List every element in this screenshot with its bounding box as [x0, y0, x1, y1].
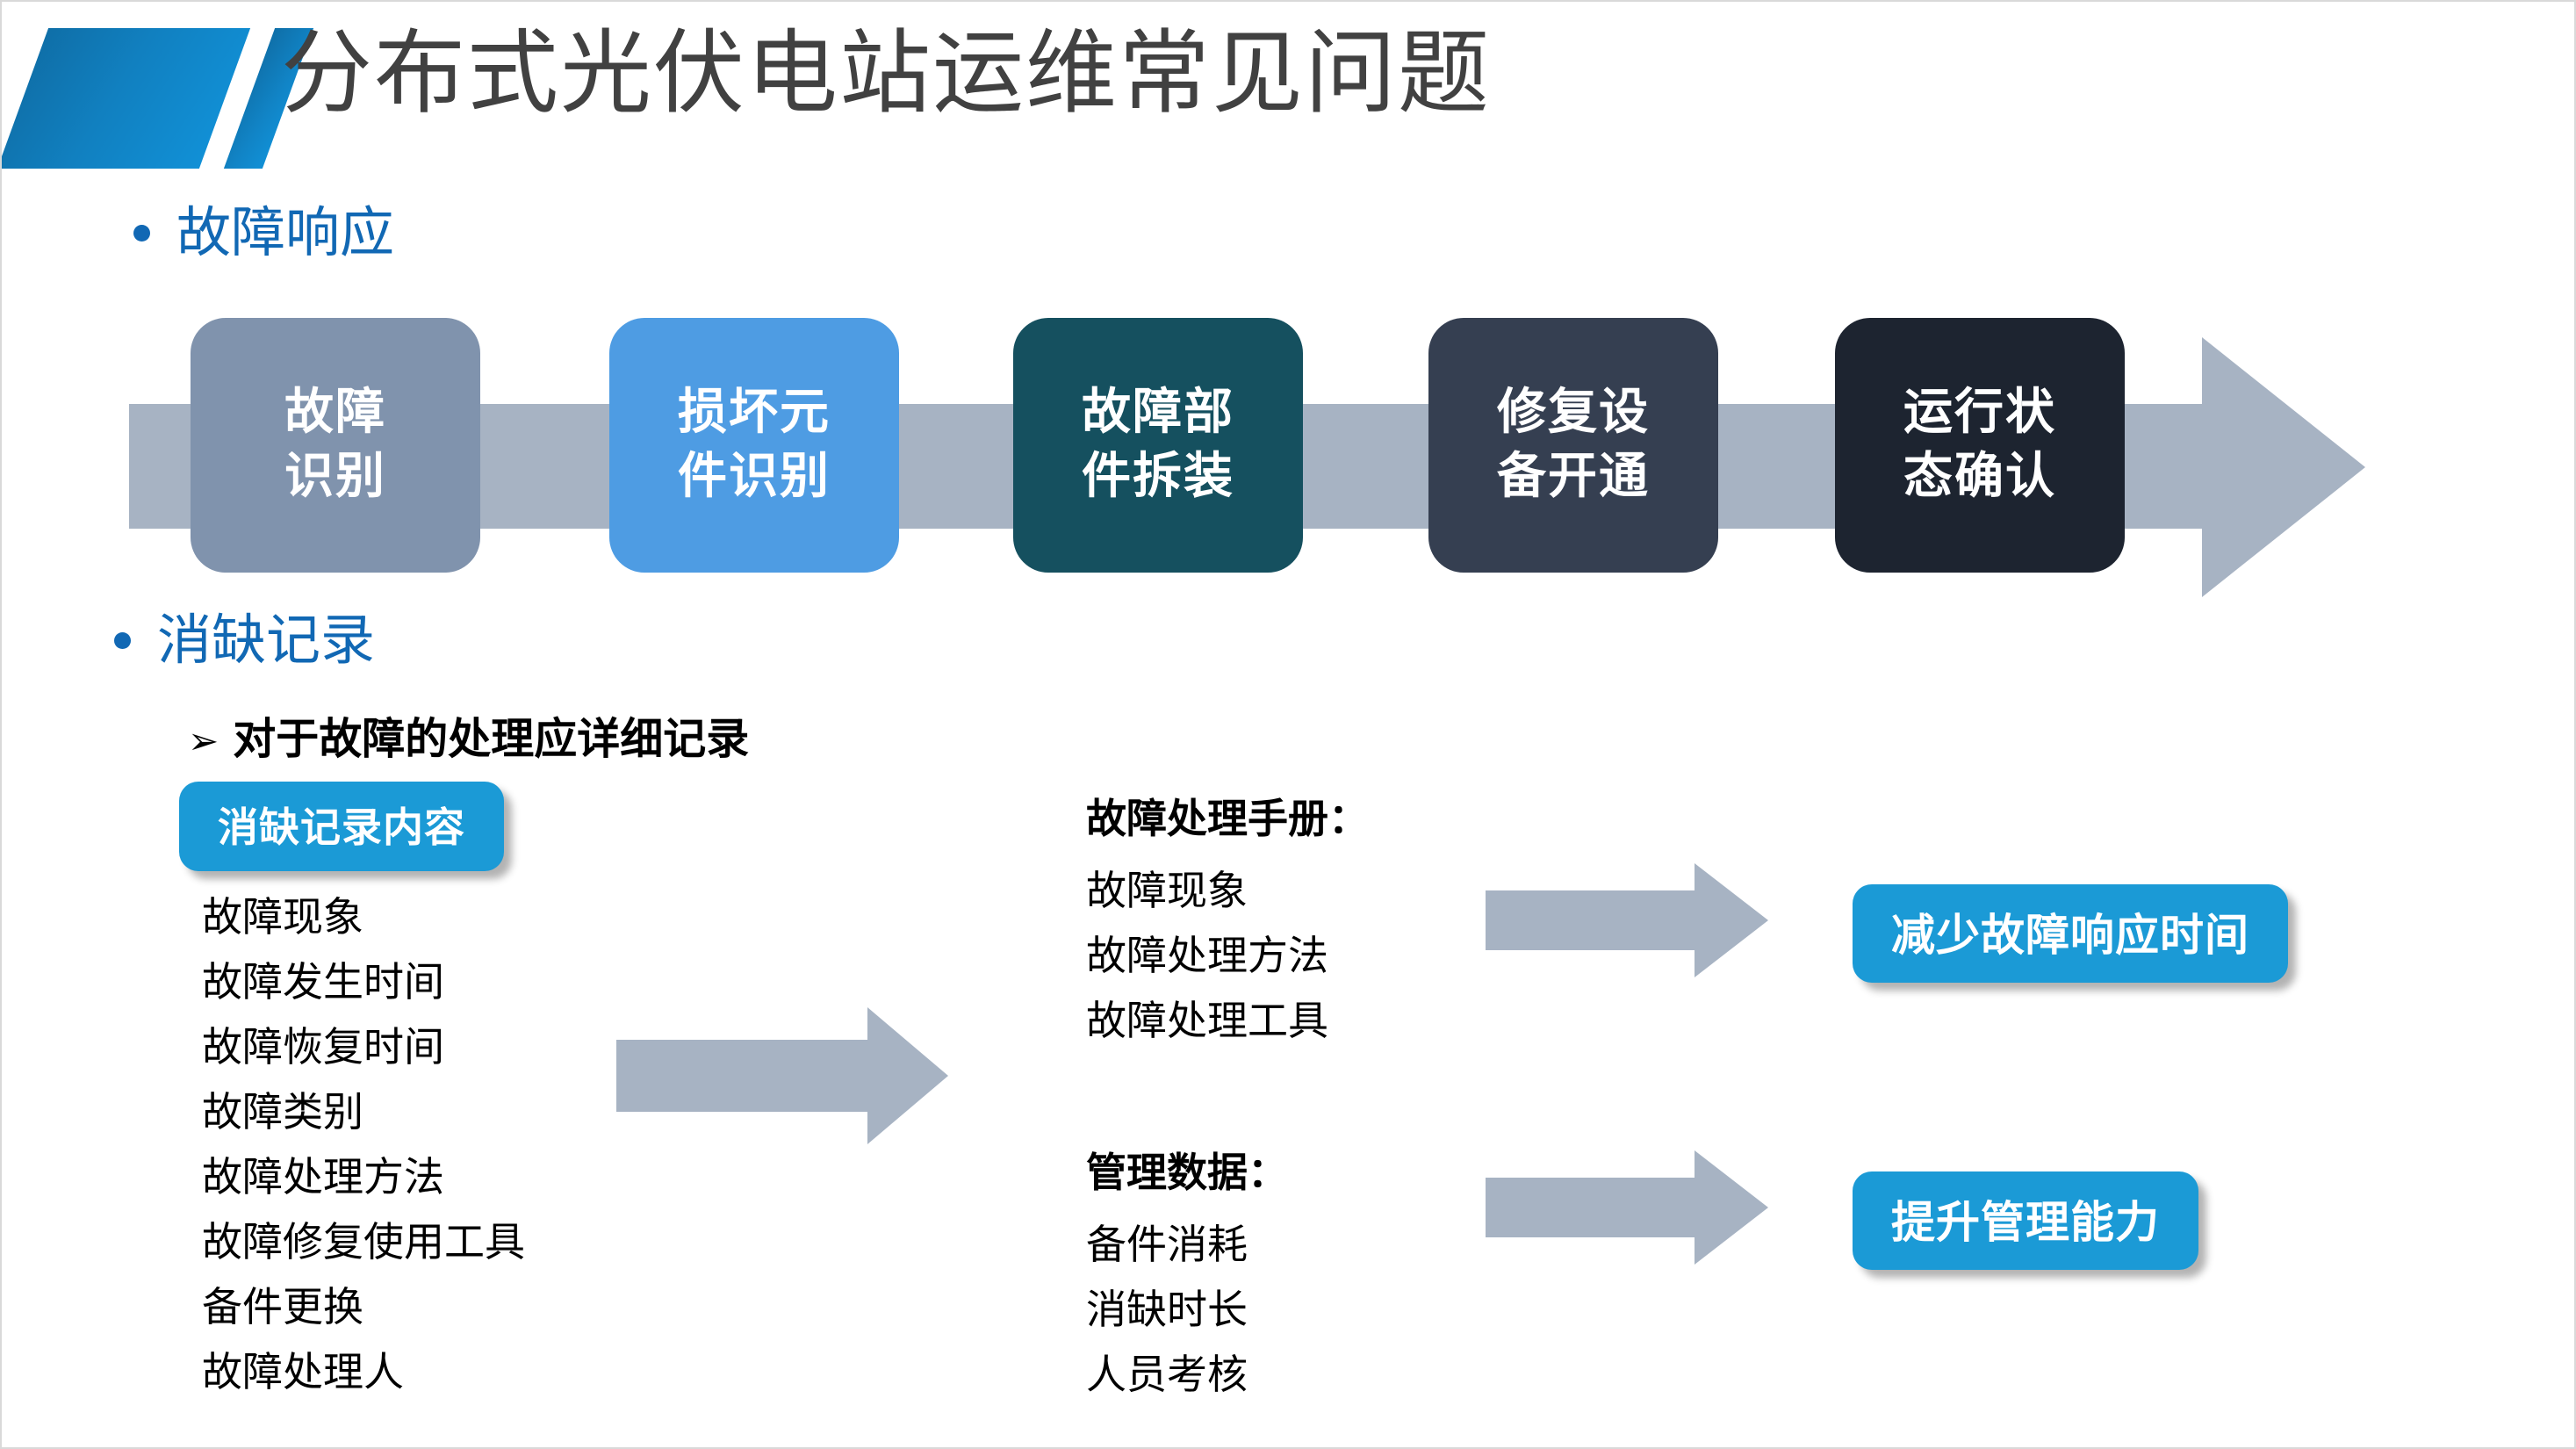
list-item: 故障现象 — [1086, 867, 1248, 914]
section-label: 故障响应 — [176, 200, 395, 264]
management-heading: 管理数据： — [1086, 1149, 1288, 1196]
list-item: 故障现象 — [202, 893, 363, 941]
logo-parallelogram-large — [2, 28, 251, 169]
record-items-list: 故障现象 故障发生时间 故障恢复时间 故障类别 故障处理方法 故障修复使用工具 … — [202, 884, 525, 1404]
flow-step-line2: 识别 — [284, 448, 386, 505]
list-item: 故障恢复时间 — [202, 1023, 444, 1071]
list-item: 备件更换 — [202, 1283, 363, 1330]
arrow-shaft — [1486, 1178, 1696, 1237]
arrow-shaft — [1486, 890, 1696, 950]
flow-step-line2: 态确认 — [1903, 448, 2056, 505]
logo-mark — [2, 28, 314, 169]
flow-step-line1: 故障部 — [1082, 384, 1234, 442]
flow-step-1[interactable]: 故障 识别 — [191, 318, 480, 573]
flow-step-line1: 故障 — [284, 384, 386, 442]
page-title: 分布式光伏电站运维常见问题 — [281, 19, 1492, 126]
bullet-dot-icon — [133, 224, 150, 242]
flow-step-2[interactable]: 损坏元 件识别 — [609, 318, 899, 573]
flow-step-line1: 损坏元 — [678, 384, 831, 442]
sub-bullet-row: ➢ 对于故障的处理应详细记录 — [188, 704, 749, 767]
list-item: 人员考核 — [1086, 1351, 1248, 1398]
record-content-badge[interactable]: 消缺记录内容 — [179, 782, 504, 871]
process-flow: 故障 识别 损坏元 件识别 故障部 件拆装 修复设 备开通 运行状 态确认 — [2, 318, 2574, 608]
flow-step-line1: 修复设 — [1497, 384, 1650, 442]
list-item: 消缺时长 — [1086, 1286, 1248, 1333]
section-label: 消缺记录 — [157, 608, 376, 672]
list-item: 故障处理工具 — [1086, 997, 1328, 1044]
arrow-management-to-capability-icon — [1486, 1150, 1768, 1265]
outcome-pill-management-capability[interactable]: 提升管理能力 — [1853, 1171, 2198, 1270]
arrow-manual-to-response-icon — [1486, 863, 1768, 977]
list-item: 故障处理方法 — [1086, 932, 1328, 979]
list-item: 故障处理方法 — [202, 1153, 444, 1200]
bullet-dot-icon — [114, 631, 131, 649]
flow-arrow-head-icon — [2202, 337, 2365, 597]
sub-bullet-text: 对于故障的处理应详细记录 — [233, 714, 750, 764]
flow-step-line2: 备开通 — [1497, 448, 1650, 505]
list-item: 故障发生时间 — [202, 958, 444, 1006]
manual-items-list: 故障现象 故障处理方法 故障处理工具 — [1086, 858, 1328, 1053]
arrow-head — [1695, 863, 1768, 977]
outcome-pill-response-time[interactable]: 减少故障响应时间 — [1853, 884, 2288, 983]
flow-step-line2: 件拆装 — [1082, 448, 1234, 505]
flow-step-4[interactable]: 修复设 备开通 — [1428, 318, 1718, 573]
flow-step-5[interactable]: 运行状 态确认 — [1835, 318, 2125, 573]
section-heading-defect-record: 消缺记录 — [114, 613, 375, 667]
arrow-head — [1695, 1150, 1768, 1265]
list-item: 备件消耗 — [1086, 1221, 1248, 1268]
arrow-record-to-outputs-icon — [616, 1007, 948, 1144]
flow-step-3[interactable]: 故障部 件拆装 — [1013, 318, 1303, 573]
chevron-right-bullet-icon: ➢ — [188, 719, 219, 762]
arrow-shaft — [616, 1040, 869, 1112]
flow-step-line1: 运行状 — [1903, 384, 2056, 442]
manual-heading: 故障处理手册： — [1086, 795, 1369, 842]
flow-step-line2: 件识别 — [678, 448, 831, 505]
management-items-list: 备件消耗 消缺时长 人员考核 — [1086, 1212, 1248, 1407]
list-item: 故障修复使用工具 — [202, 1218, 525, 1265]
list-item: 故障类别 — [202, 1088, 363, 1135]
section-heading-fault-response: 故障响应 — [133, 205, 394, 260]
arrow-head — [867, 1007, 948, 1144]
list-item: 故障处理人 — [202, 1348, 404, 1395]
